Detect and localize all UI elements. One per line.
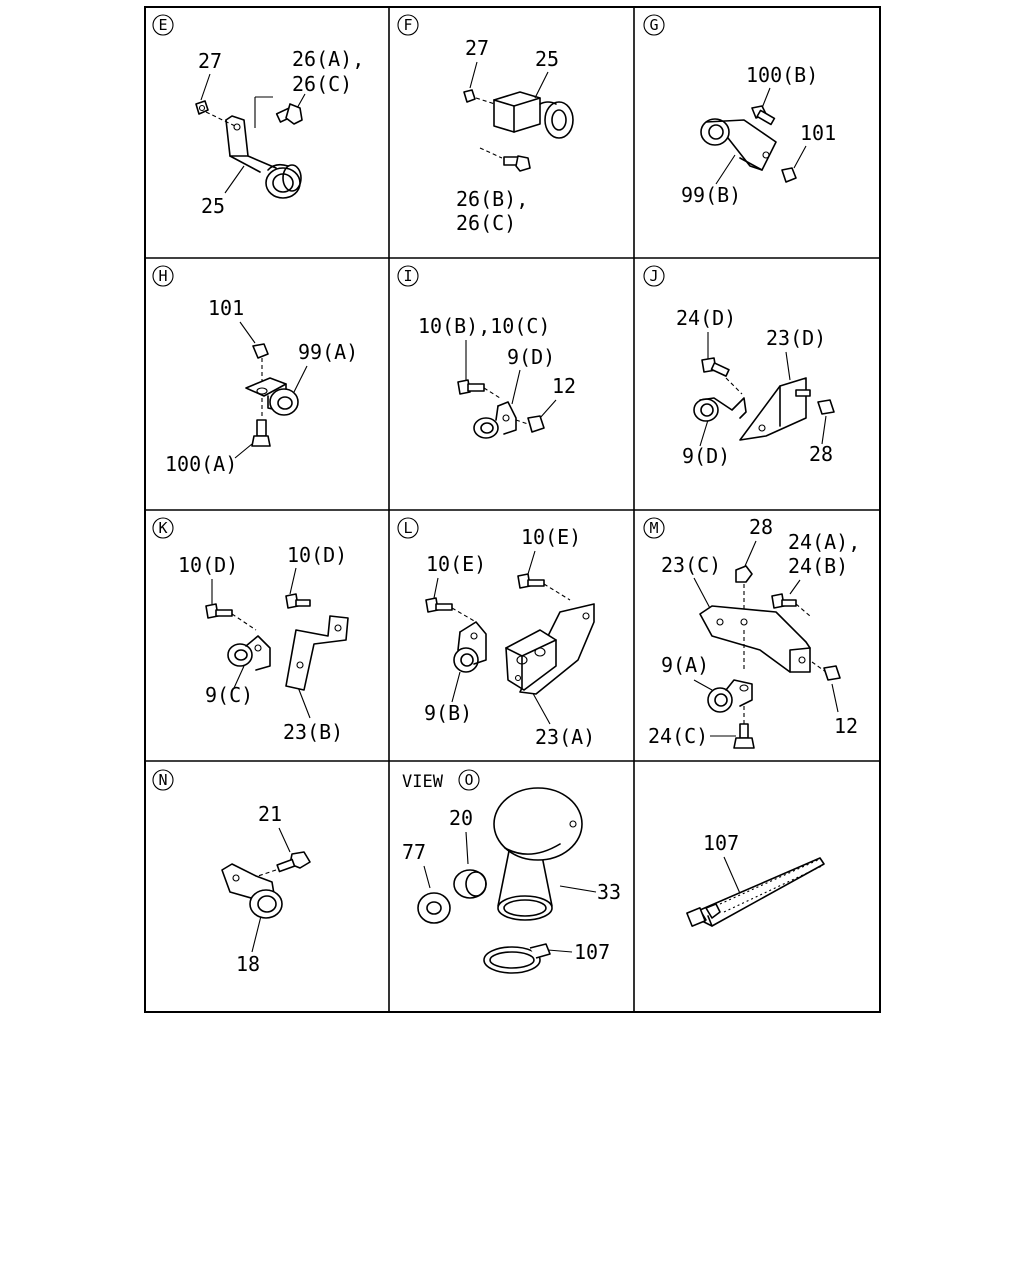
panel-o-view-label: VIEW [402, 772, 444, 792]
panel-i-label-9d: 9(D) [507, 345, 555, 369]
panel-h: H 101 99(A) 100(A) [152, 265, 358, 476]
panel-o-label-107: 107 [574, 940, 610, 964]
panel-k-parts [205, 567, 349, 719]
panel-g-label-101: 101 [800, 121, 836, 145]
panel-l-parts [425, 550, 595, 725]
panel-h-label-101: 101 [208, 296, 244, 320]
panel-f: F 27 25 26(B), 26(C) [397, 14, 574, 235]
panel-g-label-99b: 99(B) [681, 183, 741, 207]
diagram-grid [144, 6, 881, 1013]
panel-l-label-10e-left: 10(E) [426, 552, 486, 576]
panel-f-label-26b: 26(B), [456, 187, 528, 211]
panel-n: N 21 18 [152, 769, 311, 976]
panel-o: VIEW O 20 77 33 107 [402, 769, 621, 974]
panel-f-letter-badge: F [397, 14, 419, 36]
panel-l: L 10(E) 10(E) 9(B) 23(A) [397, 517, 595, 749]
panel-e-label-25: 25 [201, 194, 225, 218]
panel-n-letter: N [158, 771, 167, 789]
panel-o-label-77: 77 [402, 840, 426, 864]
panel-h-letter: H [158, 267, 167, 285]
panel-i-label-12: 12 [552, 374, 576, 398]
panel-m-label-24c: 24(C) [648, 724, 708, 748]
panel-n-letter-badge: N [152, 769, 174, 791]
panel-j: J 24(D) 23(D) 9(D) 28 [643, 265, 835, 468]
panel-k-letter: K [158, 519, 167, 537]
panel-j-letter-badge: J [643, 265, 665, 287]
panel-i-letter-badge: I [397, 265, 419, 287]
panel-h-label-100a: 100(A) [165, 452, 237, 476]
panel-o-parts [417, 787, 597, 974]
panel-o-label-20: 20 [449, 806, 473, 830]
panel-k-label-23b: 23(B) [283, 720, 343, 744]
panel-m-label-12: 12 [834, 714, 858, 738]
panel-k-letter-badge: K [152, 517, 174, 539]
panel-l-label-9b: 9(B) [424, 701, 472, 725]
panel-o-letter-badge: O [458, 769, 480, 791]
panel-g-letter: G [649, 16, 658, 34]
panel-g-label-100b: 100(B) [746, 63, 818, 87]
panel-h-letter-badge: H [152, 265, 174, 287]
panel-m-label-9a: 9(A) [661, 653, 709, 677]
panel-j-label-28: 28 [809, 442, 833, 466]
panel-p-label-107: 107 [703, 831, 739, 855]
panel-m-label-28: 28 [749, 515, 773, 539]
panel-l-letter-badge: L [397, 517, 419, 539]
panel-m-label-24b: 24(B) [788, 554, 848, 578]
panel-cable-tie: 107 [686, 831, 825, 927]
panel-j-label-24d: 24(D) [676, 306, 736, 330]
panel-g: G 100(B) 101 99(B) [643, 14, 836, 207]
panel-e-label-27: 27 [198, 49, 222, 73]
panel-k-label-10d-right: 10(D) [287, 543, 347, 567]
panel-e: E 27 26(A), 26(C) 25 [152, 14, 364, 218]
panel-f-label-25: 25 [535, 47, 559, 71]
panel-i-letter: I [403, 267, 412, 285]
panel-l-letter: L [403, 519, 412, 537]
panel-e-label-26a: 26(A), [292, 47, 364, 71]
panel-n-label-18: 18 [236, 952, 260, 976]
panel-j-label-23d: 23(D) [766, 326, 826, 350]
panel-n-parts [221, 827, 311, 953]
panel-g-letter-badge: G [643, 14, 665, 36]
panel-e-label-26c: 26(C) [292, 72, 352, 96]
panel-f-label-26c: 26(C) [456, 211, 516, 235]
panel-h-label-99a: 99(A) [298, 340, 358, 364]
panel-m-label-24a: 24(A), [788, 530, 860, 554]
panel-e-letter-badge: E [152, 14, 174, 36]
panel-f-letter: F [403, 16, 412, 34]
panel-f-label-27: 27 [465, 36, 489, 60]
panel-k-label-9c: 9(C) [205, 683, 253, 707]
panel-j-parts [693, 332, 835, 447]
panel-l-label-23a: 23(A) [535, 725, 595, 749]
cable-tie-107 [686, 856, 825, 927]
panel-k: K 10(D) 10(D) 9(C) 23(B) [152, 517, 349, 744]
panel-h-parts [234, 321, 308, 459]
panel-i-parts [457, 340, 557, 439]
panel-m-letter: M [649, 519, 658, 537]
panel-m: M 28 23(C) 24(A), 24(B) 9(A) 12 24(C) [643, 515, 860, 749]
panel-i: I 10(B),10(C) 9(D) 12 [397, 265, 576, 439]
panel-m-letter-badge: M [643, 517, 665, 539]
panel-j-label-9d: 9(D) [682, 444, 730, 468]
panel-k-label-10d-left: 10(D) [178, 553, 238, 577]
panel-n-label-21: 21 [258, 802, 282, 826]
panel-e-letter: E [158, 16, 167, 34]
panel-l-label-10e-right: 10(E) [521, 525, 581, 549]
panel-g-parts [700, 87, 807, 185]
panel-j-letter: J [649, 267, 658, 285]
panel-m-parts [693, 540, 841, 749]
panel-f-parts [463, 61, 574, 172]
panel-o-label-33: 33 [597, 880, 621, 904]
panel-i-label-10b-10c: 10(B),10(C) [418, 314, 550, 338]
panel-o-letter: O [464, 771, 473, 789]
panel-e-parts [195, 73, 306, 199]
panel-m-label-23c: 23(C) [661, 553, 721, 577]
